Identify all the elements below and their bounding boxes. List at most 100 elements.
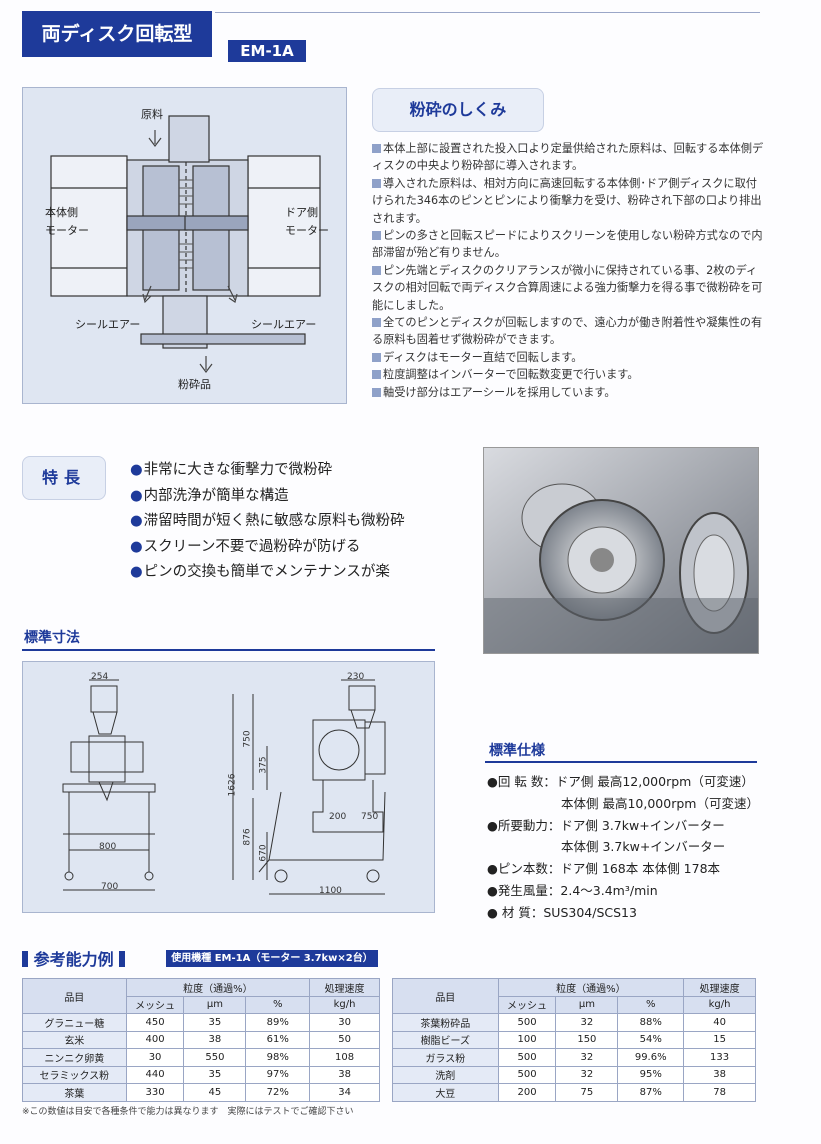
table-cell-item: 洗剤 (392, 1065, 499, 1084)
product-photo (483, 447, 759, 654)
mechanism-paragraph: 軸受け部分はエアーシールを採用しています。 (372, 384, 767, 401)
bullet-icon: ● (130, 462, 143, 478)
table-cell: 500 (497, 1065, 557, 1084)
feature-item: ●滞留時間が短く熱に敏感な原料も微粉砕 (130, 513, 405, 529)
mechanism-paragraph: 全てのピンとディスクが回転しますので、遠心力が働き附着性や凝集性の有る原料も固着… (372, 316, 763, 347)
features-title: 特長 (22, 456, 106, 500)
table-cell: 75 (555, 1083, 619, 1102)
dimensions-title: 標準寸法 (24, 630, 80, 646)
table-cell: 32 (555, 1048, 619, 1067)
table-cell: 98% (245, 1048, 311, 1067)
mechanism-description: 本体上部に設置された投入口より定量供給された原料は、回転する本体側ディスクの中央… (372, 140, 767, 401)
table-cell-item: 茶葉粉砕品 (392, 1013, 499, 1032)
label-product: 粉砕品 (178, 378, 211, 391)
label-body-motor: 本体側 モーター (45, 206, 89, 237)
square-bullet-icon (372, 265, 381, 275)
square-bullet-icon (372, 387, 381, 397)
table-cell: 35 (183, 1065, 247, 1084)
spec-row: ●回 転 数：ドア側 最高12,000rpm（可変速） (487, 774, 754, 789)
dim-side-top: 230 (347, 672, 365, 682)
table-cell: 38 (183, 1030, 247, 1049)
table-cell-item: セラミックス粉 (22, 1065, 127, 1084)
dim-hopper: 200 (329, 812, 347, 822)
dim-mid-height: 375 (258, 756, 269, 774)
table-cell: 32 (555, 1013, 619, 1032)
table-cell-item: ニンニク卵黄 (22, 1048, 127, 1067)
dim-hopper-2: 750 (361, 812, 379, 822)
mechanism-diagram: 原料 本体側 モーター ドア側 モーター シールエアー シールエアー 粉砕品 (22, 87, 347, 404)
feature-item: ●ピンの交換も簡単でメンテナンスが楽 (130, 564, 390, 580)
square-bullet-icon (372, 370, 381, 380)
header-um: μm (555, 995, 619, 1014)
feature-item: ●非常に大きな衝撃力で微粉砕 (130, 462, 333, 478)
spec-row: ●所要動力：ドア側 3.7kw+インバーター (487, 817, 725, 833)
table-cell-item: 樹脂ビーズ (392, 1030, 499, 1049)
table-cell: 87% (617, 1083, 685, 1102)
table-cell: 200 (497, 1083, 557, 1102)
features-list: ●非常に大きな衝撃力で微粉砕 ●内部洗浄が簡単な構造 ●滞留時間が短く熱に敏感な… (130, 458, 405, 586)
feature-item: ●スクリーン不要で過粉砕が防げる (130, 538, 361, 555)
bullet-icon: ● (130, 487, 143, 504)
mechanism-paragraph: ピン先端とディスクのクリアランスが微小に保持されている事、2枚のディスクの相対回… (372, 263, 763, 312)
header-item: 品目 (22, 978, 127, 1014)
header-kgh: kg/h (309, 995, 380, 1014)
label-door-motor: ドア側 モーター (285, 206, 329, 237)
specs-list: ●回 転 数：ドア側 最高12,000rpm（可変速） 本体側 最高10,000… (487, 771, 759, 924)
table-cell: 500 (497, 1013, 557, 1032)
label-seal-air-right: シールエアー (251, 318, 317, 331)
table-cell: 97% (245, 1065, 311, 1084)
square-bullet-icon (372, 178, 381, 188)
table-cell-item: 玄米 (22, 1030, 127, 1049)
capacity-title: 参考能力例 (22, 946, 126, 970)
mechanism-paragraph: 粒度調整はインバーターで回転数変更で行います。 (372, 366, 767, 383)
table-cell: 100 (497, 1030, 557, 1049)
specs-rule (485, 761, 757, 763)
square-bullet-icon (372, 144, 381, 153)
table-cell-item: ガラス粉 (392, 1048, 499, 1067)
table-cell: 40 (683, 1013, 756, 1032)
mechanism-paragraph: 導入された原料は、相対方向に高速回転する本体側･ドア側ディスクに取付けられた34… (372, 176, 762, 225)
bullet-icon: ● (130, 564, 143, 580)
label-seal-air-left: シールエアー (75, 318, 141, 331)
dim-front-leg: 800 (99, 842, 117, 852)
table-cell: 450 (125, 1013, 185, 1032)
feature-item: ●内部洗浄が簡単な構造 (130, 487, 289, 504)
table-cell: 99.6% (617, 1048, 685, 1067)
title-bar-icon (119, 951, 126, 967)
mechanism-paragraph: ディスクはモーター直結で回転します。 (372, 349, 767, 366)
spec-row: ● 材 質：SUS304/SCS13 (487, 904, 637, 920)
table-cell: 38 (309, 1065, 380, 1084)
table-cell: 78 (683, 1083, 756, 1102)
table-cell-item: グラニュー糖 (22, 1013, 127, 1032)
header-item: 品目 (392, 978, 499, 1014)
header-mesh: メッシュ (125, 995, 185, 1014)
table-cell: 30 (125, 1048, 185, 1067)
header-mesh: メッシュ (497, 995, 557, 1014)
table-cell: 440 (125, 1065, 185, 1084)
machine-photo-illustration (484, 448, 758, 653)
table-cell: 32 (555, 1065, 619, 1084)
header-pct: % (245, 995, 311, 1014)
table-cell: 500 (497, 1048, 557, 1067)
dim-front-top: 254 (91, 672, 109, 682)
square-bullet-icon (372, 318, 381, 328)
title-bar-icon (22, 951, 28, 967)
square-bullet-icon (372, 231, 381, 241)
spec-row: 本体側 最高10,000rpm（可変速） (561, 795, 759, 811)
table-cell: 330 (125, 1083, 185, 1102)
dimension-drawing: 254 800 700 230 1626 750 375 876 670 200… (22, 661, 435, 913)
header-speed: 処理速度 (683, 978, 756, 997)
dim-lower-mid: 670 (258, 844, 269, 862)
